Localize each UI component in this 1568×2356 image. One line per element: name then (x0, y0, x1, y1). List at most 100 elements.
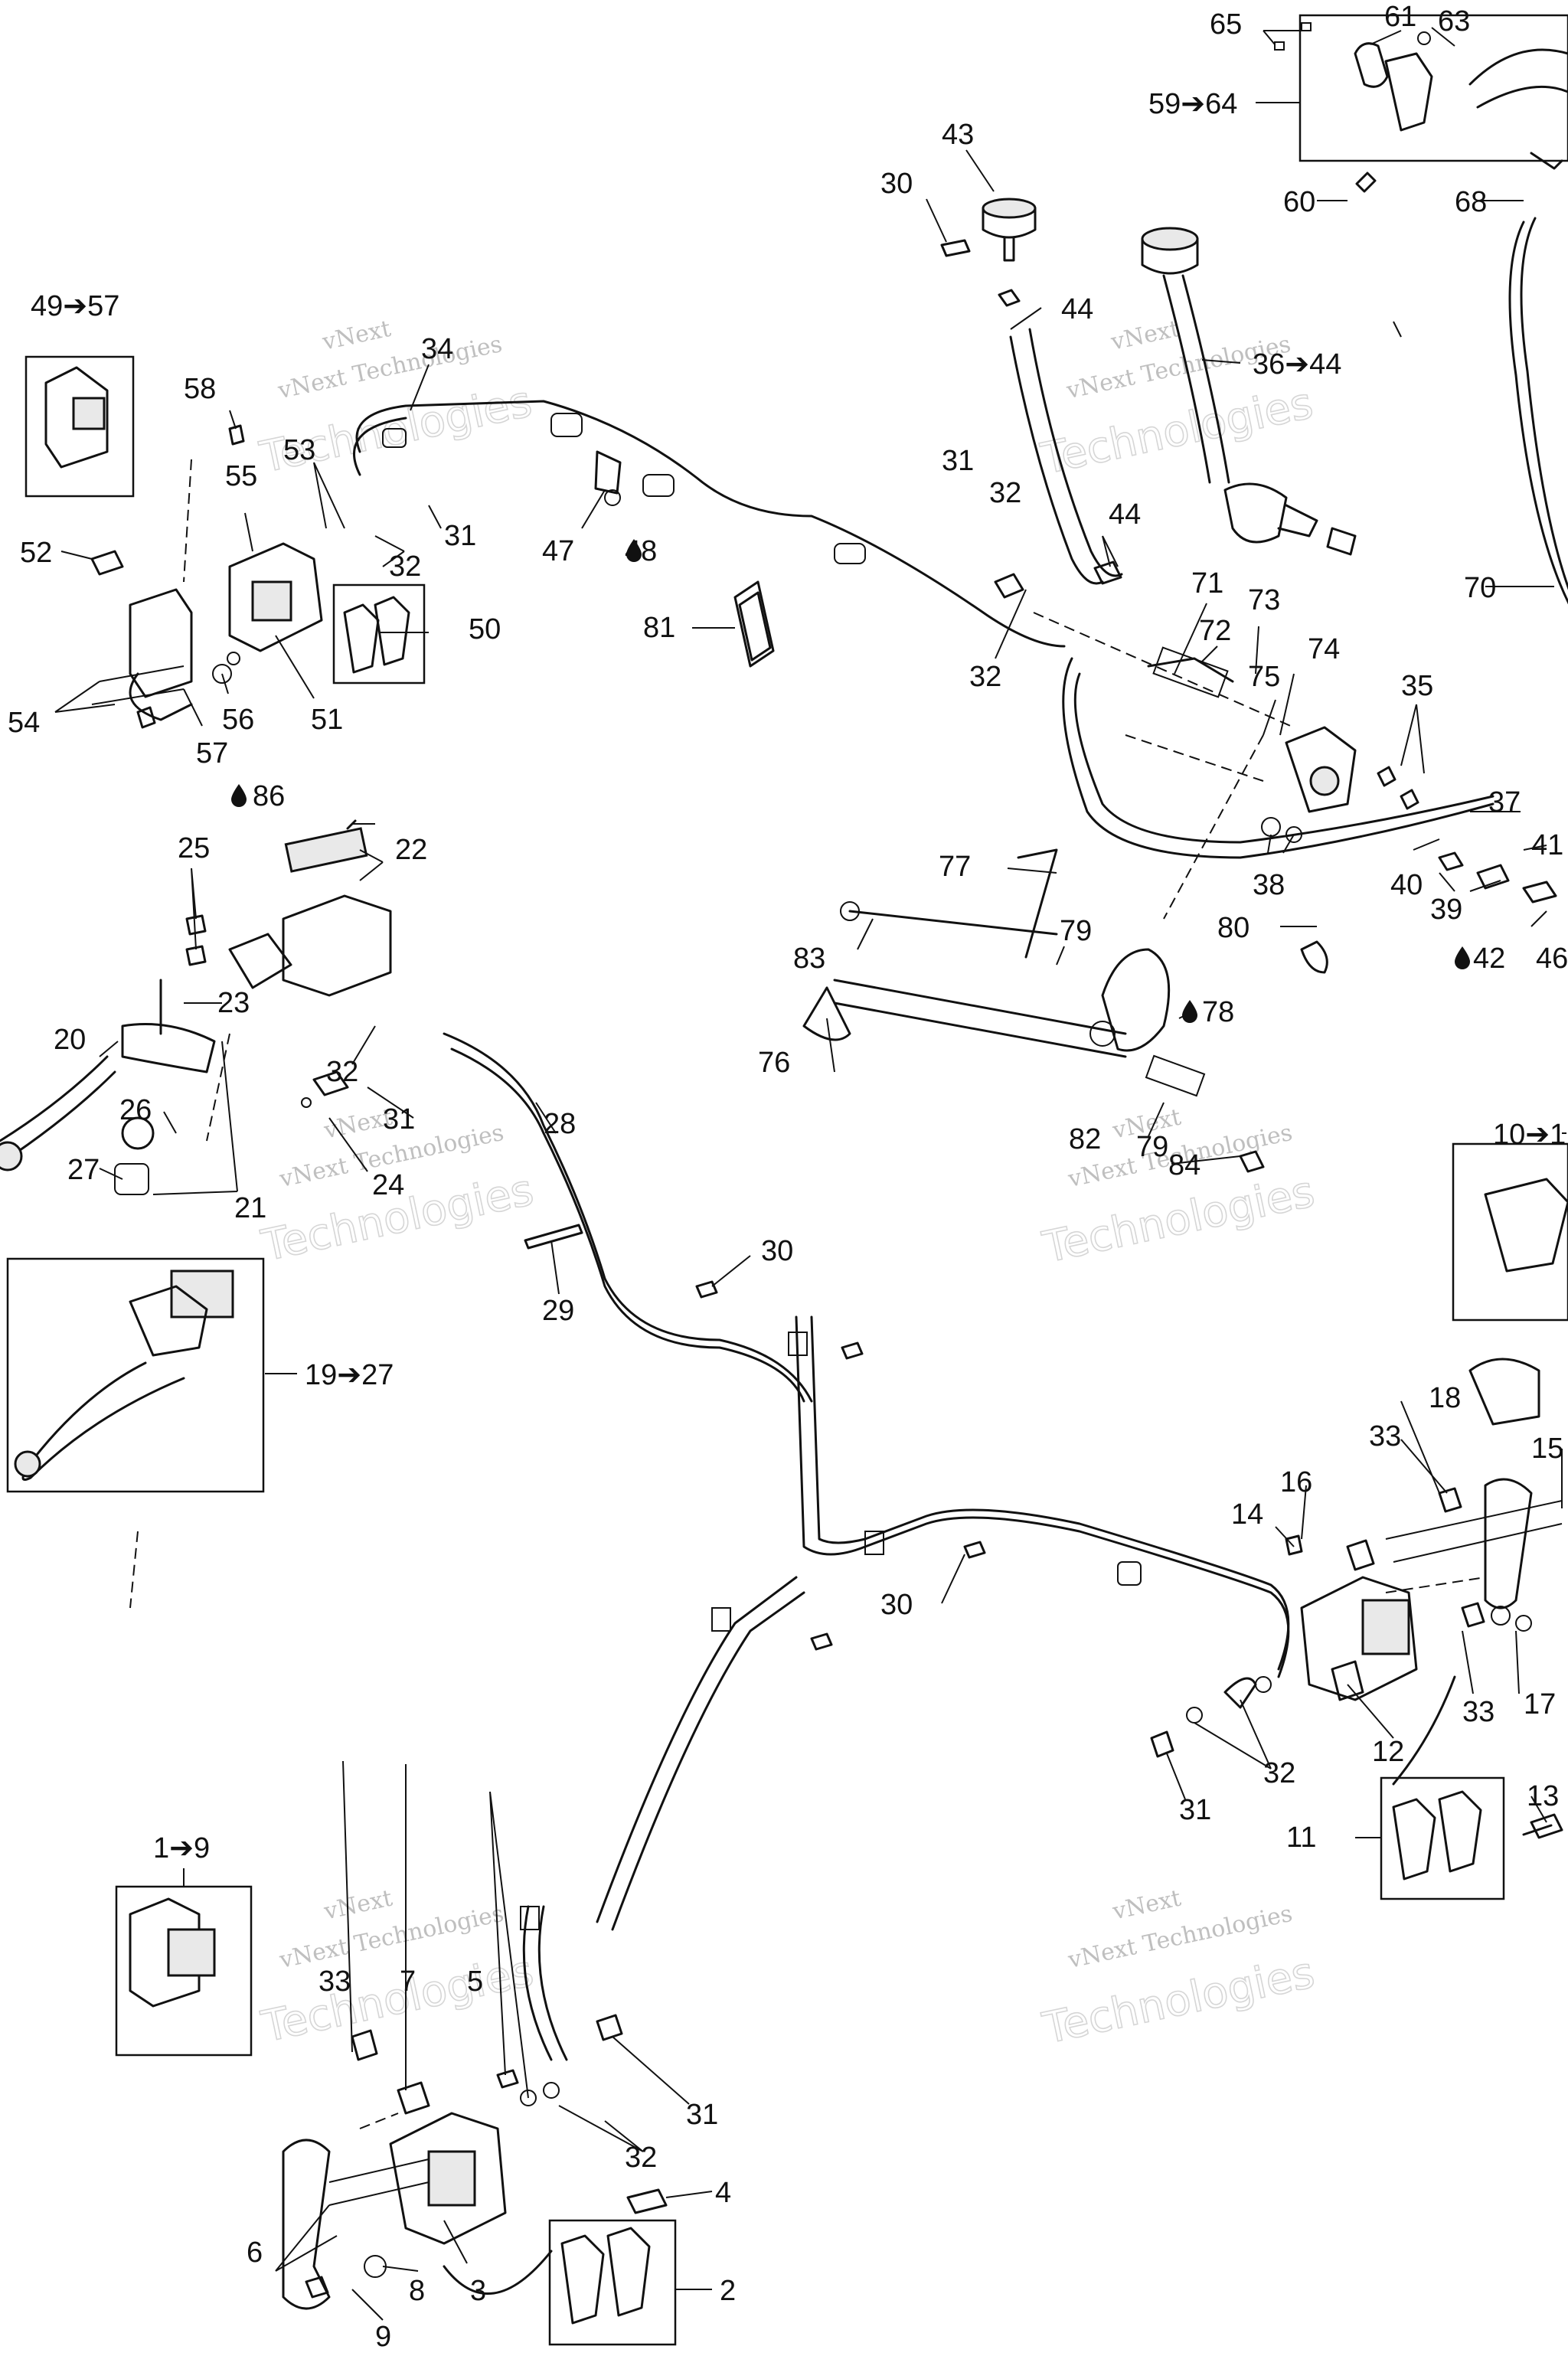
label-73: 73 (1248, 584, 1280, 616)
fluid-drop-icon (1455, 946, 1470, 969)
label-18: 18 (1429, 1382, 1461, 1414)
label-61: 61 (1384, 1, 1416, 33)
label-14: 14 (1231, 1498, 1263, 1531)
label-3: 3 (470, 2275, 486, 2307)
label-32-top: 32 (989, 477, 1021, 509)
label-31-top: 31 (942, 445, 974, 477)
label-77: 77 (939, 851, 971, 883)
label-72: 72 (1199, 615, 1231, 647)
label-76: 76 (758, 1047, 790, 1079)
label-30-top: 30 (880, 168, 913, 200)
part-81 (733, 580, 775, 668)
label-52: 52 (20, 537, 52, 569)
reservoir-43 (940, 198, 1123, 585)
label-11: 11 (1286, 1822, 1316, 1854)
label-83: 83 (793, 943, 825, 975)
caliper-1-9 (129, 1897, 668, 2310)
label-22: 22 (395, 834, 427, 866)
fluid-drop-icon (626, 539, 642, 562)
label-6: 6 (247, 2237, 263, 2269)
watermark-1-top: vNext (319, 315, 393, 356)
label-26: 26 (119, 1094, 152, 1126)
label-57: 57 (196, 737, 228, 770)
fluid-drop-icons (231, 539, 1470, 1023)
label-21: 21 (234, 1192, 266, 1224)
label-51: 51 (311, 704, 343, 736)
label-38: 38 (1253, 869, 1285, 901)
label-27: 27 (67, 1154, 100, 1186)
inset-11-pads (1380, 1776, 1505, 1900)
label-58: 58 (184, 373, 216, 405)
caliper-10-18 (1150, 1178, 1568, 1839)
label-39: 39 (1430, 894, 1462, 926)
label-82: 82 (1069, 1123, 1101, 1155)
label-15: 15 (1531, 1433, 1563, 1465)
label-65: 65 (1210, 8, 1242, 41)
label-56: 56 (222, 704, 254, 736)
inset-10-18 (1452, 1142, 1568, 1322)
label-84: 84 (1168, 1149, 1200, 1181)
rear-master-cylinder (1062, 646, 1557, 904)
label-47: 47 (542, 535, 574, 567)
lever-inset (14, 1269, 234, 1481)
label-10-18: 10➔1 (1493, 1119, 1566, 1151)
label-20: 20 (54, 1024, 86, 1056)
label-35: 35 (1401, 670, 1433, 702)
label-86: 86 (253, 780, 285, 812)
front-master-cylinder (0, 819, 392, 1195)
label-8: 8 (409, 2275, 425, 2307)
label-34: 34 (421, 333, 453, 365)
label-1-9: 1➔9 (153, 1832, 210, 1864)
label-42: 42 (1473, 943, 1505, 975)
label-74: 74 (1308, 633, 1340, 665)
label-41: 41 (1531, 829, 1563, 861)
label-19-27: 19➔27 (305, 1359, 394, 1391)
label-32-right: 32 (1263, 1757, 1295, 1789)
label-50: 50 (469, 613, 501, 645)
label-49-57: 49➔57 (31, 290, 119, 322)
fluid-drop-icon (231, 784, 247, 807)
label-32-mid: 32 (969, 661, 1001, 693)
label-23: 23 (217, 987, 250, 1019)
label-32-upper: 32 (389, 551, 421, 583)
alignment-lines (129, 459, 1486, 2129)
label-54: 54 (8, 707, 40, 739)
fluid-drop-icon (1182, 1000, 1197, 1023)
label-16: 16 (1280, 1466, 1312, 1498)
leader-lines (54, 27, 1566, 2321)
label-75: 75 (1248, 661, 1280, 693)
label-12: 12 (1372, 1736, 1404, 1768)
label-29: 29 (542, 1295, 574, 1327)
label-70: 70 (1464, 572, 1496, 604)
label-30-low: 30 (880, 1589, 913, 1621)
label-40: 40 (1390, 869, 1423, 901)
label-31-right: 31 (1179, 1794, 1211, 1826)
label-31-left: 31 (383, 1103, 415, 1136)
brake-pedal-76 (802, 848, 1328, 1173)
reservoir-36-44 (1141, 227, 1357, 556)
label-33-bottom: 33 (318, 1966, 351, 1998)
callout-labels: 65 61 63 59➔64 60 68 43 30 44 36➔44 49➔5… (8, 1, 1568, 2353)
label-63: 63 (1438, 5, 1470, 38)
label-59-64: 59➔64 (1148, 88, 1237, 120)
label-36-44: 36➔44 (1253, 348, 1341, 381)
label-24: 24 (372, 1169, 404, 1201)
label-17: 17 (1524, 1688, 1556, 1720)
watermark-6-top: vNext (1109, 1885, 1183, 1926)
label-53: 53 (283, 434, 315, 466)
label-81: 81 (643, 612, 675, 644)
label-25: 25 (178, 832, 210, 864)
caliper-49-57 (44, 366, 323, 729)
label-5: 5 (467, 1966, 483, 1998)
watermark-5-top: vNext (321, 1885, 394, 1926)
brake-line-28 (443, 1032, 1290, 2061)
label-33-right: 33 (1369, 1420, 1401, 1452)
label-43: 43 (942, 119, 974, 151)
label-33-low: 33 (1462, 1696, 1494, 1728)
label-37: 37 (1488, 786, 1521, 819)
part-29 (524, 1224, 583, 1250)
label-30-mid: 30 (761, 1235, 793, 1267)
label-78: 78 (1202, 996, 1234, 1028)
